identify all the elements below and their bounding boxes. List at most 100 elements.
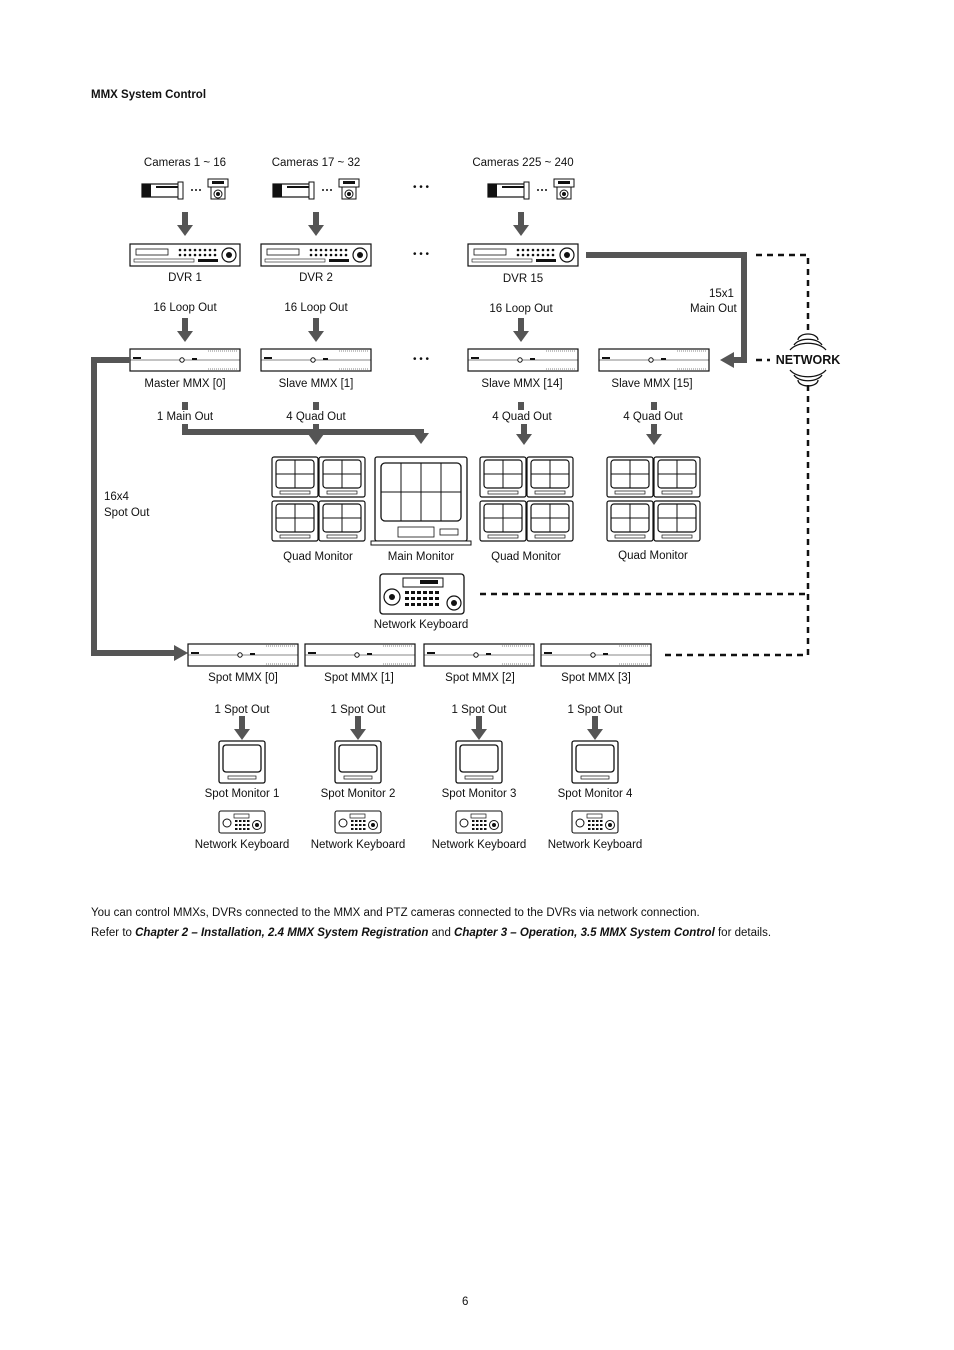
page-number: 6 bbox=[462, 1296, 469, 1308]
monitor-label-2: Main Monitor bbox=[387, 551, 455, 563]
spot-monitor-label-3: Spot Monitor 3 bbox=[441, 788, 517, 800]
quad-monitor-2 bbox=[480, 457, 573, 541]
monitor-label-4: Quad Monitor bbox=[618, 550, 688, 562]
spot-out-count: 16x4 bbox=[104, 491, 129, 503]
spot-keyboard-label-1: Network Keyboard bbox=[194, 839, 290, 851]
spot-out-label-0: 1 Spot Out bbox=[214, 704, 270, 716]
loop-out-label-2: 16 Loop Out bbox=[284, 302, 348, 314]
network-keyboard-main bbox=[379, 573, 465, 615]
output-label-0: 1 Main Out bbox=[156, 410, 214, 424]
footnote: You can control MMXs, DVRs connected to … bbox=[91, 903, 771, 943]
ellipsis-dvrs: • • • bbox=[412, 249, 430, 260]
mmx-label-0: Master MMX [0] bbox=[144, 378, 226, 390]
output-label-1: 4 Quad Out bbox=[286, 410, 346, 424]
spot-out-label: Spot Out bbox=[104, 507, 150, 519]
main-monitor bbox=[370, 456, 472, 546]
quad-monitor-1 bbox=[272, 457, 365, 541]
network-keyboard-spot-3 bbox=[455, 810, 503, 834]
main-out-count: 15x1 bbox=[709, 288, 734, 300]
arrow-camera-dvr-1 bbox=[177, 212, 193, 236]
dvr-label-3: DVR 15 bbox=[502, 273, 544, 285]
dvr-1 bbox=[129, 243, 241, 267]
network-keyboard-spot-2 bbox=[334, 810, 382, 834]
spot-monitor-4 bbox=[571, 740, 619, 784]
quad-monitor-3 bbox=[607, 457, 700, 541]
spot-out-connector bbox=[91, 357, 176, 656]
slave-mmx-1 bbox=[260, 348, 372, 372]
footnote-tail: for details. bbox=[717, 927, 772, 939]
camera-group-1 bbox=[141, 178, 229, 200]
arrow-spot-1 bbox=[350, 716, 366, 740]
camera-label-1: Cameras 1 ~ 16 bbox=[143, 157, 227, 169]
ellipsis-mmx: • • • bbox=[412, 354, 430, 365]
spot-keyboard-label-4: Network Keyboard bbox=[547, 839, 643, 851]
page-title: MMX System Control bbox=[91, 89, 207, 101]
main-out-connector bbox=[586, 252, 747, 363]
dvr-label-1: DVR 1 bbox=[168, 272, 202, 284]
slave-mmx-14 bbox=[467, 348, 579, 372]
spot-mmx-1 bbox=[304, 643, 416, 667]
arrow-spot-0 bbox=[234, 716, 250, 740]
spot-out-label-2: 1 Spot Out bbox=[451, 704, 507, 716]
arrow-quad-15 bbox=[646, 421, 662, 445]
main-out-arrowhead bbox=[720, 352, 734, 368]
monitor-label-1: Quad Monitor bbox=[283, 551, 353, 563]
network-icon bbox=[789, 333, 827, 387]
ellipsis-cameras: • • • bbox=[412, 182, 430, 193]
network-keyboard-spot-4 bbox=[571, 810, 619, 834]
spot-mmx-2 bbox=[423, 643, 535, 667]
spot-out-arrowhead bbox=[174, 645, 188, 661]
camera-group-2 bbox=[272, 178, 360, 200]
spot-monitor-1 bbox=[218, 740, 266, 784]
output-label-15: 4 Quad Out bbox=[623, 410, 683, 424]
master-mmx-0 bbox=[129, 348, 241, 372]
network-keyboard-label: Network Keyboard bbox=[373, 619, 469, 631]
spot-monitor-label-2: Spot Monitor 2 bbox=[320, 788, 396, 800]
arrow-loop-3 bbox=[513, 318, 529, 342]
footnote-line-2: Refer to Chapter 2 – Installation, 2.4 M… bbox=[91, 923, 771, 943]
footnote-and: and bbox=[431, 927, 451, 939]
network-dashed-lines bbox=[480, 253, 810, 657]
spot-out-label-3: 1 Spot Out bbox=[567, 704, 623, 716]
spot-monitor-3 bbox=[455, 740, 503, 784]
camera-group-3 bbox=[487, 178, 575, 200]
dvr-15 bbox=[467, 243, 579, 267]
footnote-ref-2: Chapter 3 – Operation, 3.5 MMX System Co… bbox=[454, 927, 715, 939]
footnote-ref-1: Chapter 2 – Installation, 2.4 MMX System… bbox=[135, 927, 429, 939]
spot-mmx-label-3: Spot MMX [3] bbox=[561, 672, 631, 684]
loop-out-label-3: 16 Loop Out bbox=[489, 303, 553, 315]
loop-out-label-1: 16 Loop Out bbox=[153, 302, 217, 314]
arrow-camera-dvr-2 bbox=[308, 212, 324, 236]
network-keyboard-spot-1 bbox=[218, 810, 266, 834]
mmx-label-15: Slave MMX [15] bbox=[611, 378, 693, 390]
mmx-label-14: Slave MMX [14] bbox=[481, 378, 563, 390]
monitor-label-3: Quad Monitor bbox=[491, 551, 561, 563]
spot-monitor-2 bbox=[334, 740, 382, 784]
dvr-label-2: DVR 2 bbox=[299, 272, 333, 284]
spot-monitor-label-4: Spot Monitor 4 bbox=[557, 788, 633, 800]
arrow-loop-2 bbox=[308, 318, 324, 342]
spot-mmx-label-0: Spot MMX [0] bbox=[208, 672, 278, 684]
camera-label-3: Cameras 225 ~ 240 bbox=[472, 157, 574, 169]
spot-mmx-3 bbox=[540, 643, 652, 667]
spot-out-label-1: 1 Spot Out bbox=[330, 704, 386, 716]
spot-mmx-label-1: Spot MMX [1] bbox=[324, 672, 394, 684]
footnote-refer: Refer to bbox=[91, 927, 132, 939]
spot-monitor-label-1: Spot Monitor 1 bbox=[204, 788, 280, 800]
arrow-camera-dvr-3 bbox=[513, 212, 529, 236]
footnote-line-1: You can control MMXs, DVRs connected to … bbox=[91, 907, 700, 919]
output-label-14: 4 Quad Out bbox=[492, 410, 552, 424]
network-label: NETWORK bbox=[773, 353, 843, 367]
camera-label-2: Cameras 17 ~ 32 bbox=[271, 157, 361, 169]
mmx-label-1: Slave MMX [1] bbox=[278, 378, 354, 390]
arrow-spot-2 bbox=[471, 716, 487, 740]
slave-mmx-15 bbox=[598, 348, 710, 372]
arrow-quad-14 bbox=[516, 421, 532, 445]
spot-mmx-label-2: Spot MMX [2] bbox=[445, 672, 515, 684]
spot-keyboard-label-2: Network Keyboard bbox=[310, 839, 406, 851]
arrow-spot-3 bbox=[587, 716, 603, 740]
main-out-label: Main Out bbox=[690, 303, 737, 315]
spot-keyboard-label-3: Network Keyboard bbox=[431, 839, 527, 851]
spot-mmx-0 bbox=[187, 643, 299, 667]
